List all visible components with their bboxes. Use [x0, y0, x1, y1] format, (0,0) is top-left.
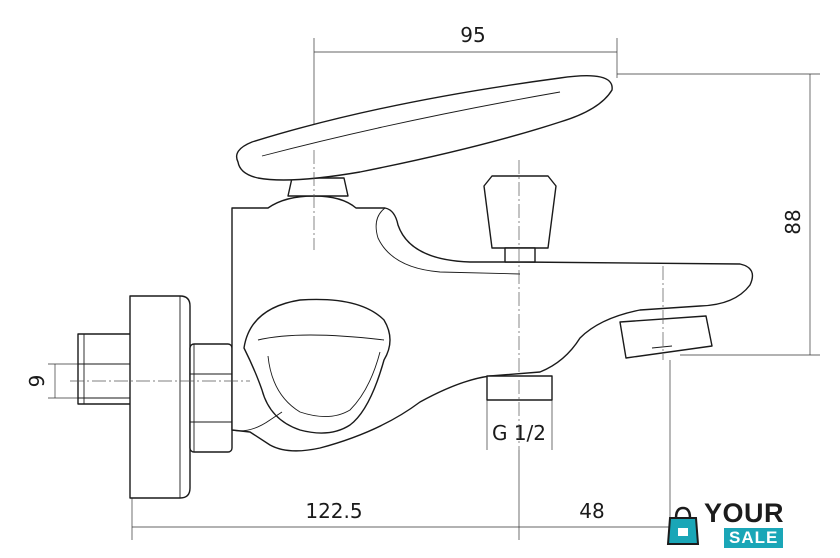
logo-word-sale: SALE [724, 528, 784, 548]
center-lines [70, 150, 664, 450]
mixer-body [231, 195, 754, 452]
hex-nut [189, 343, 233, 453]
dimension-left-label: 9 [25, 375, 49, 388]
dimension-thread: G 1/2 [486, 400, 553, 450]
dimension-bottom-left-label: 122.5 [305, 499, 362, 523]
wall-rosette [129, 295, 191, 499]
inlet-pipe [77, 333, 137, 405]
shower-outlet-connector [486, 375, 553, 401]
dimension-bottom-right-label: 48 [579, 499, 604, 523]
dimension-right-label: 88 [781, 209, 805, 234]
outlet-nozzle [619, 315, 713, 359]
dimension-top-label: 95 [460, 23, 485, 47]
yoursale-logo: YOUR SALE [664, 498, 834, 552]
shopping-bag-icon [666, 506, 700, 545]
lever-handle [235, 75, 613, 197]
dimension-right: 88 [617, 73, 820, 356]
logo-word-your: YOUR [704, 498, 785, 528]
shower-diverter-knob [483, 175, 557, 263]
